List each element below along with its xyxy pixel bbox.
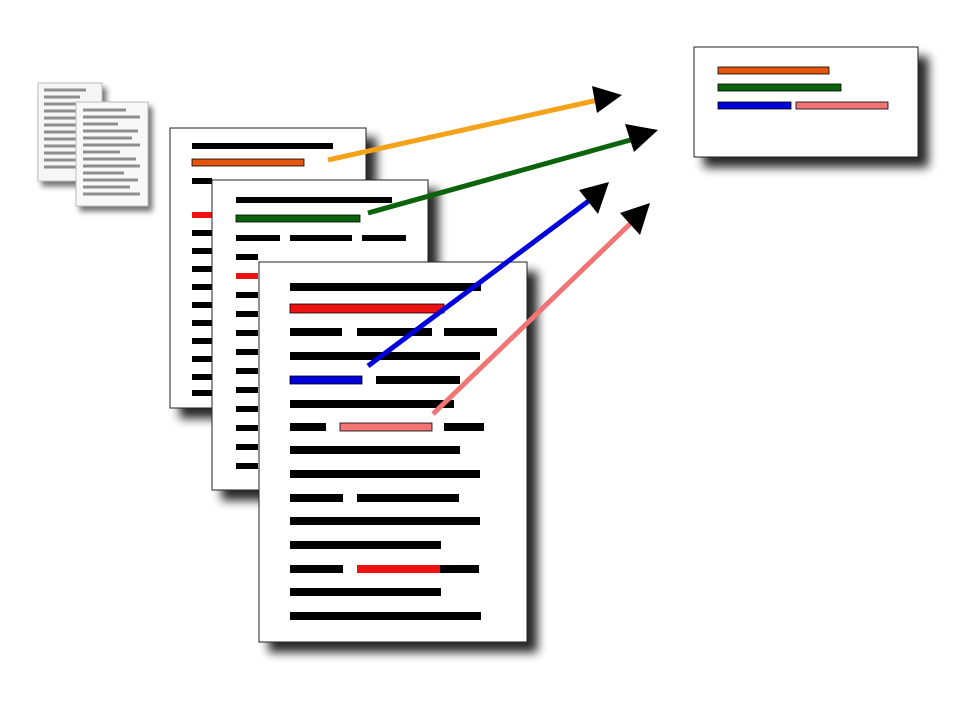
document-stack-icon <box>37 82 149 207</box>
document-3-highlight-red <box>357 565 440 573</box>
arrow-pink <box>431 220 634 416</box>
arrowhead-pink <box>620 203 650 235</box>
arrow-green <box>367 136 635 216</box>
document-1-line <box>192 178 212 184</box>
document-3-highlight-blue <box>289 375 363 385</box>
arrowhead-green <box>625 124 658 152</box>
document-2-line <box>290 235 352 241</box>
target-record <box>693 46 919 158</box>
document-2-margin-lines <box>236 292 258 469</box>
document-2-line <box>362 235 406 241</box>
document-2-line <box>236 197 392 203</box>
target-field-blue <box>717 101 792 110</box>
stack-page-front <box>75 101 149 207</box>
stack-page-front-lines <box>83 108 140 196</box>
document-2-highlight-red <box>236 273 258 279</box>
target-field-green <box>717 83 842 92</box>
document-2-line <box>236 254 258 260</box>
document-1-line <box>192 143 333 149</box>
document-1-margin-lines <box>192 230 212 396</box>
document-1-highlight-orange <box>191 158 305 167</box>
arrow-orange <box>327 97 599 163</box>
target-field-pink <box>795 101 889 110</box>
target-field-orange <box>717 66 830 75</box>
document-2-line <box>236 235 280 241</box>
document-3-highlight-red <box>289 303 445 314</box>
arrowhead-orange <box>592 86 622 113</box>
arrow-blue <box>366 197 592 369</box>
source-document-3 <box>258 261 528 643</box>
document-3-highlight-pink <box>339 422 433 432</box>
arrowhead-blue <box>579 182 609 214</box>
arrow-icon <box>327 86 658 416</box>
document-2-highlight-green <box>235 214 361 223</box>
document-1-highlight-red <box>192 212 212 218</box>
